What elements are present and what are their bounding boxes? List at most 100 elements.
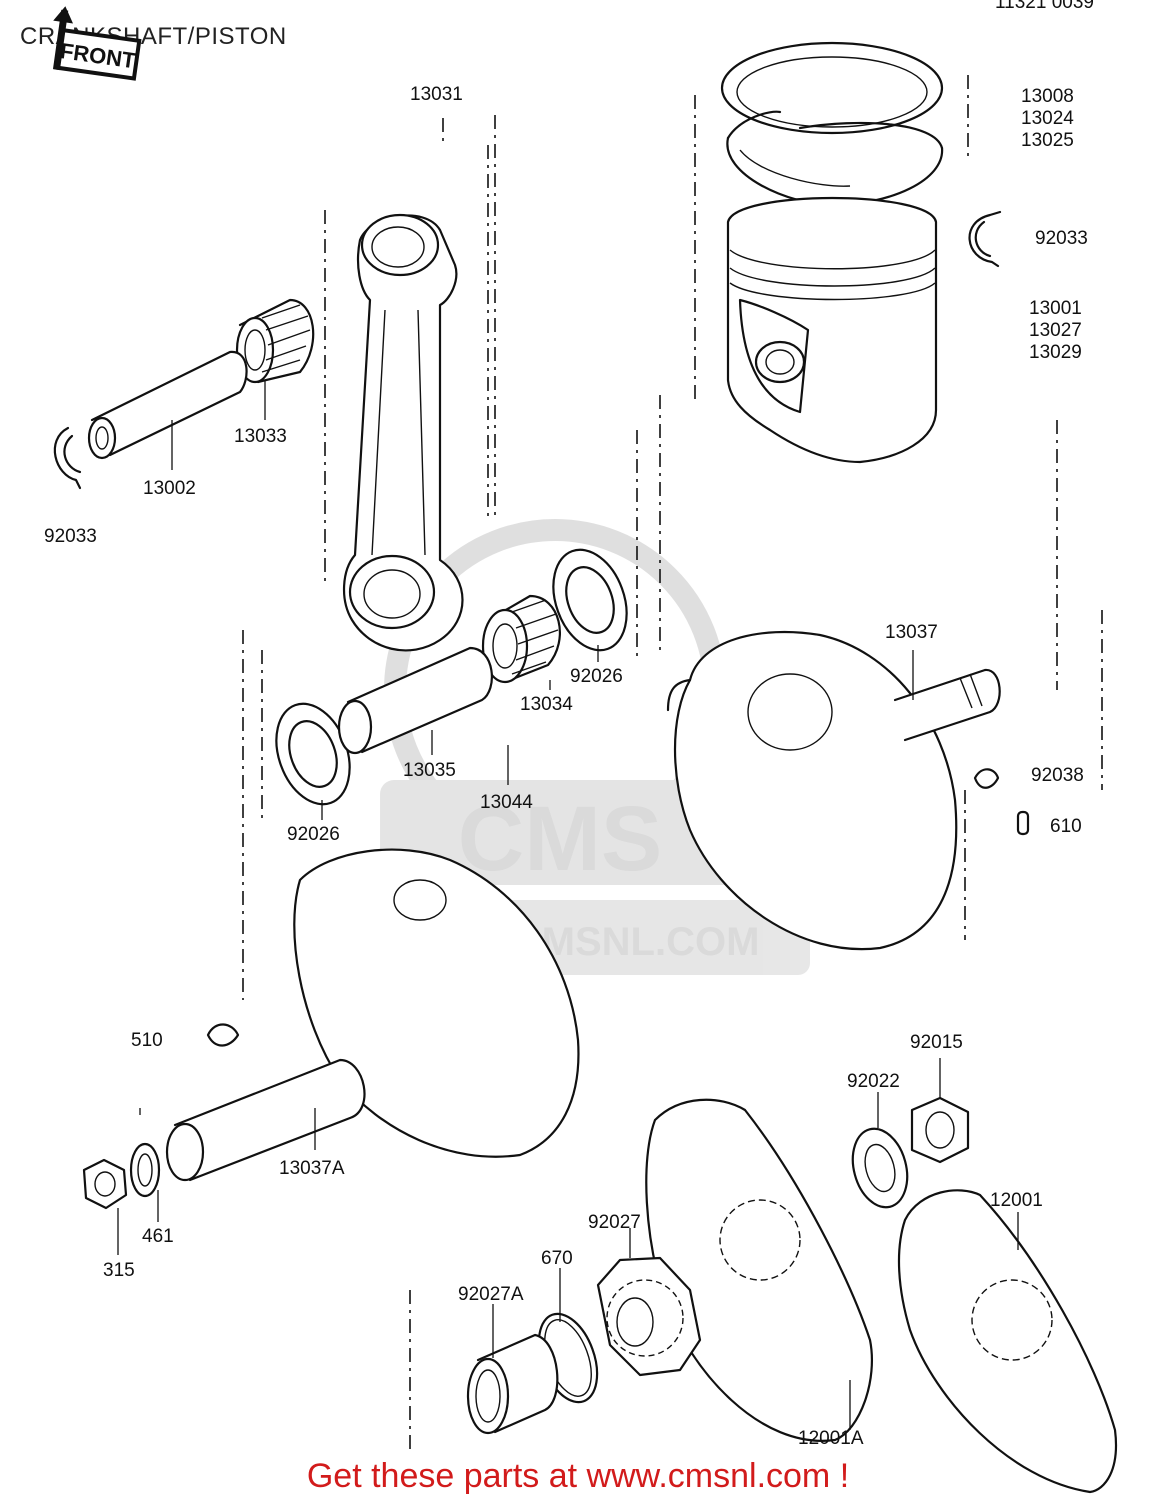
crank-pin-body (346, 646, 493, 754)
piston-groove-3 (729, 282, 936, 301)
label-461: 461 (142, 1226, 174, 1247)
label-92022: 92022 (847, 1071, 900, 1092)
washer-461 (129, 1142, 161, 1198)
rod-small-end-bore (371, 226, 425, 268)
counterweight-12001A (645, 1098, 873, 1442)
washer-upper-inner (565, 566, 615, 634)
center-lines (242, 75, 1103, 1450)
piston-pin-boss (738, 298, 810, 414)
gear-92027 (596, 1256, 702, 1377)
label-92015: 92015 (910, 1032, 963, 1053)
counterweight-12001-body (897, 1189, 1118, 1494)
callout-labels: 13031 13008 13024 13025 92033 13001 1302… (44, 84, 1088, 1449)
rod-small-end (360, 213, 440, 277)
piston-ring-top-inner (736, 56, 928, 128)
washer-lower-inner (288, 720, 338, 788)
piston-groove-2 (729, 267, 936, 287)
piston-ring-top (720, 41, 944, 135)
big-bearing-rollers (511, 599, 559, 675)
nut-92015 (910, 1096, 970, 1164)
crank-right-lip (666, 678, 692, 712)
counterweight-12001A-body (645, 1098, 873, 1442)
piston-pin-body (90, 350, 248, 457)
label-315: 315 (103, 1260, 135, 1281)
label-92038: 92038 (1031, 765, 1084, 786)
label-13037: 13037 (885, 622, 938, 643)
small-bearing-bore (244, 329, 266, 371)
counterweight-12001A-spline (719, 1199, 801, 1281)
piston-pin-hole-inner (765, 349, 795, 375)
crank-left-web (293, 848, 580, 1158)
gear-92027-bore (616, 1297, 654, 1347)
label-510: 510 (131, 1030, 163, 1051)
collar-92027A (466, 1333, 559, 1435)
woodruff-key-92038 (973, 768, 1000, 789)
washer-461-outer (129, 1142, 161, 1198)
watermark-logo-text: CMS (458, 788, 662, 890)
piston-pin-end-bore (95, 426, 109, 450)
label-610: 610 (1050, 816, 1082, 837)
rod-big-end-bore (363, 569, 421, 619)
label-92033-right: 92033 (1035, 228, 1088, 249)
crank-right-shaft-steps (959, 673, 983, 709)
counterweight-12001-spline (971, 1279, 1053, 1361)
thrust-washer-upper (552, 548, 628, 652)
label-13025: 13025 (1021, 130, 1074, 151)
connecting-rod-body (342, 214, 464, 652)
nut-92015-hex (910, 1096, 970, 1164)
cta-link-text[interactable]: Get these parts at www.cmsnl.com ! (307, 1457, 849, 1495)
label-12001: 12001 (990, 1190, 1043, 1211)
connecting-rod (342, 213, 464, 652)
big-bearing-bore (492, 623, 518, 669)
gear-92027-teeth (606, 1279, 684, 1357)
woodruff-key-510 (206, 1023, 240, 1047)
crank-left-pin-bore (393, 879, 447, 921)
label-13024: 13024 (1021, 108, 1074, 129)
rod-beam-lines (371, 309, 426, 556)
figure-code: 11321 0039 (995, 0, 1094, 13)
washer-92022-inner (864, 1143, 896, 1193)
circlip-left (53, 426, 82, 490)
label-92027: 92027 (588, 1212, 641, 1233)
piston-body (726, 196, 938, 464)
piston-rings (720, 41, 944, 207)
small-bearing-rollers (261, 304, 311, 373)
label-92033-left: 92033 (44, 526, 97, 547)
collar-92027A-bore (475, 1369, 501, 1423)
label-12001A: 12001A (798, 1428, 864, 1449)
nut-315 (82, 1158, 128, 1210)
piston-pin (87, 350, 248, 460)
crank-left-shaft-end (165, 1122, 205, 1182)
circlip-left-inner (63, 434, 82, 474)
label-13031: 13031 (410, 84, 463, 105)
label-13044: 13044 (480, 792, 533, 813)
label-13002: 13002 (143, 478, 196, 499)
washer-92022-outer (851, 1127, 909, 1209)
nut-92015-bore (925, 1111, 955, 1149)
piston-pin-hole (754, 340, 806, 384)
piston-ring-second-front (726, 136, 944, 207)
crank-right-pin-bore (747, 673, 833, 751)
counterweight-12001 (897, 1189, 1118, 1494)
front-badge: FRONT (52, 6, 142, 81)
dowel-pin-610 (1016, 810, 1030, 836)
label-13008: 13008 (1021, 86, 1074, 107)
crank-right-web (673, 630, 958, 951)
circlip-right-inner (974, 220, 992, 258)
label-13034: 13034 (520, 694, 573, 715)
crank-left-shaft (173, 1058, 366, 1182)
leader-lines (117, 380, 1019, 1430)
washer-461-inner (137, 1153, 153, 1187)
thrust-washer-lower (275, 702, 351, 806)
piston (726, 196, 938, 464)
small-end-bearing (235, 298, 315, 384)
nut-315-hex (82, 1158, 128, 1210)
label-92026-lower: 92026 (287, 824, 340, 845)
piston-groove-1 (729, 249, 936, 270)
label-13033: 13033 (234, 426, 287, 447)
label-13027: 13027 (1029, 320, 1082, 341)
crank-half-right (666, 630, 1001, 951)
piston-ring-second-inner (739, 149, 851, 187)
washer-92022 (851, 1127, 909, 1209)
